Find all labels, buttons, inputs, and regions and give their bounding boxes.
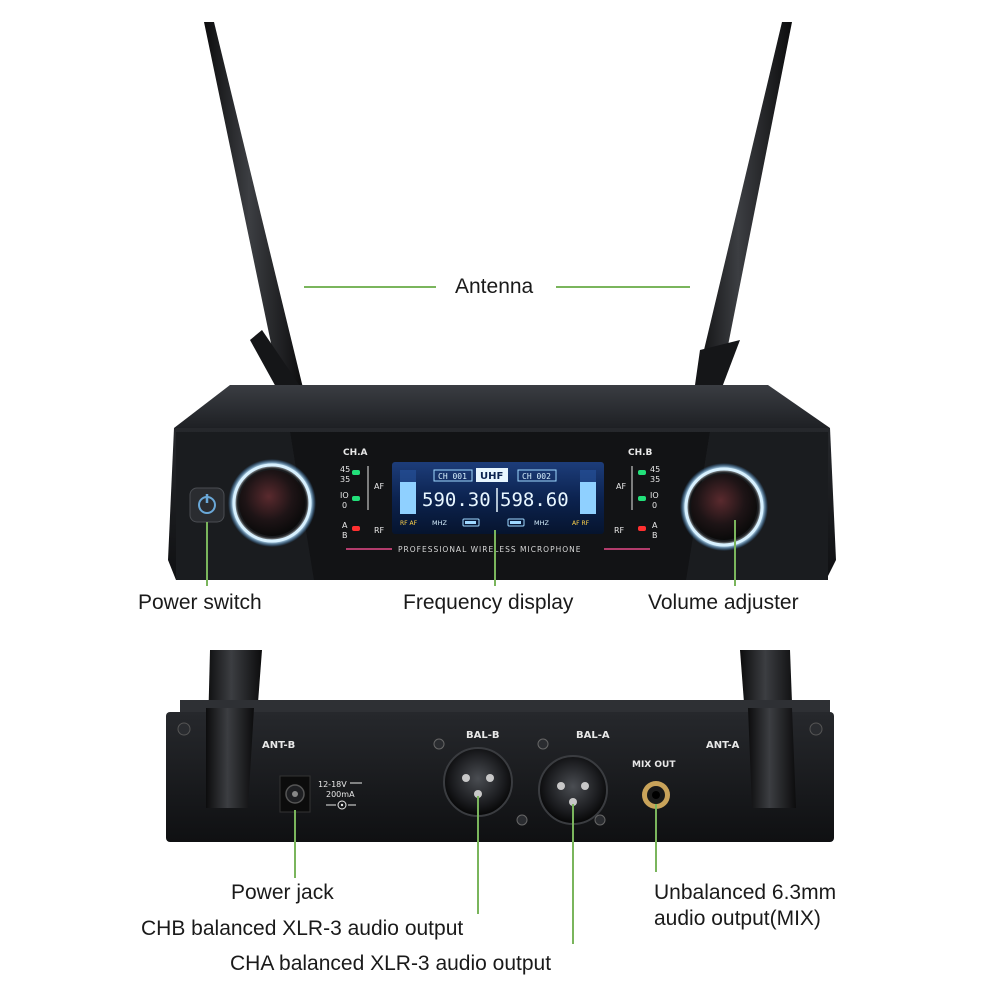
ch-a-rf: RF (374, 526, 385, 535)
ch-a-af: AF (374, 482, 384, 491)
ch-b-ant-a: A (652, 521, 658, 530)
callout-volume-adjuster: Volume adjuster (648, 591, 799, 614)
ch-a-label: CH.A (343, 448, 368, 458)
battery-icon (507, 518, 525, 527)
xlr-output-ch-a[interactable] (537, 738, 608, 826)
volume-knob-ch-a[interactable] (228, 459, 316, 547)
callout-power-switch: Power switch (138, 591, 262, 614)
dc-power-jack[interactable] (279, 775, 311, 813)
front-antenna-right (694, 22, 792, 398)
callout-frequency-display: Frequency display (403, 591, 574, 614)
ch-b-ant-b: B (652, 531, 658, 540)
dc-voltage: 12-18V (318, 780, 347, 789)
leader-lines (206, 286, 736, 944)
ch-b-level-zero: 0 (652, 501, 657, 510)
banner-text: PROFESSIONAL WIRELESS MICROPHONE (398, 545, 581, 554)
callout-power-jack: Power jack (231, 881, 334, 904)
lcd-meter-right (580, 470, 596, 514)
lcd-channel-right: CH 002 (522, 472, 551, 481)
ch-a-level-mid: 35 (340, 475, 350, 484)
ch-a-ant-a: A (342, 521, 348, 530)
dc-current: 200mA (326, 790, 355, 799)
ch-a-indicators: CH.A 45 35 IO 0 AF A B RF (340, 448, 385, 540)
rear-screw (809, 722, 823, 736)
volume-knob-ch-b[interactable] (680, 463, 768, 551)
rear-screw (177, 722, 191, 736)
lcd-frequency-left: 590.30 (422, 489, 491, 511)
lcd-channel-left: CH 001 (438, 472, 467, 481)
display-banner: PROFESSIONAL WIRELESS MICROPHONE (346, 545, 650, 554)
callout-mix-output: Unbalanced 6.3mm audio output(MIX) (654, 881, 837, 930)
lcd-unit-left: MHZ (432, 519, 447, 527)
ch-a-level-zero: 0 (342, 501, 347, 510)
lcd-meter-left (400, 470, 416, 514)
callout-chb-output: CHB balanced XLR-3 audio output (141, 917, 464, 940)
ch-b-level-low: IO (650, 491, 659, 500)
ch-b-indicators: CH.B 45 35 IO 0 AF A B RF (614, 448, 660, 540)
rear-label-ant-b: ANT-B (262, 740, 295, 751)
lcd-band: UHF (480, 471, 503, 482)
rear-label-bal-a: BAL-A (576, 730, 610, 741)
ch-b-af: AF (616, 482, 626, 491)
callout-antenna: Antenna (455, 275, 534, 298)
frequency-display: CH 001 UHF CH 002 590.30 598.60 RF AF MH… (392, 462, 604, 534)
power-switch[interactable] (189, 487, 225, 523)
rear-unit-top (180, 700, 830, 714)
mix-out-jack[interactable] (642, 781, 670, 809)
ch-b-level-high: 45 (650, 465, 660, 474)
ch-a-level-low: IO (340, 491, 349, 500)
dc-polarity-icon (326, 800, 356, 810)
ch-b-level-mid: 35 (650, 475, 660, 484)
lcd-unit-right: MHZ (534, 519, 549, 527)
ch-a-level-high: 45 (340, 465, 350, 474)
dc-rating: 12-18V 200mA (318, 780, 362, 810)
rear-label-bal-b: BAL-B (466, 730, 500, 741)
ch-b-label: CH.B (628, 448, 653, 458)
lcd-af-rf-right: AF RF (572, 520, 590, 527)
rear-label-mix-out: MIX OUT (632, 760, 676, 770)
rear-label-ant-a: ANT-A (706, 740, 740, 751)
battery-icon (462, 518, 480, 527)
front-antenna-left (204, 22, 304, 398)
front-unit-top (174, 385, 830, 428)
power-icon (198, 494, 216, 514)
lcd-frequency-right: 598.60 (500, 489, 569, 511)
callout-cha-output: CHA balanced XLR-3 audio output (230, 952, 552, 975)
lcd-rf-af-left: RF AF (400, 520, 418, 527)
ch-a-ant-b: B (342, 531, 348, 540)
ch-b-rf: RF (614, 526, 625, 535)
